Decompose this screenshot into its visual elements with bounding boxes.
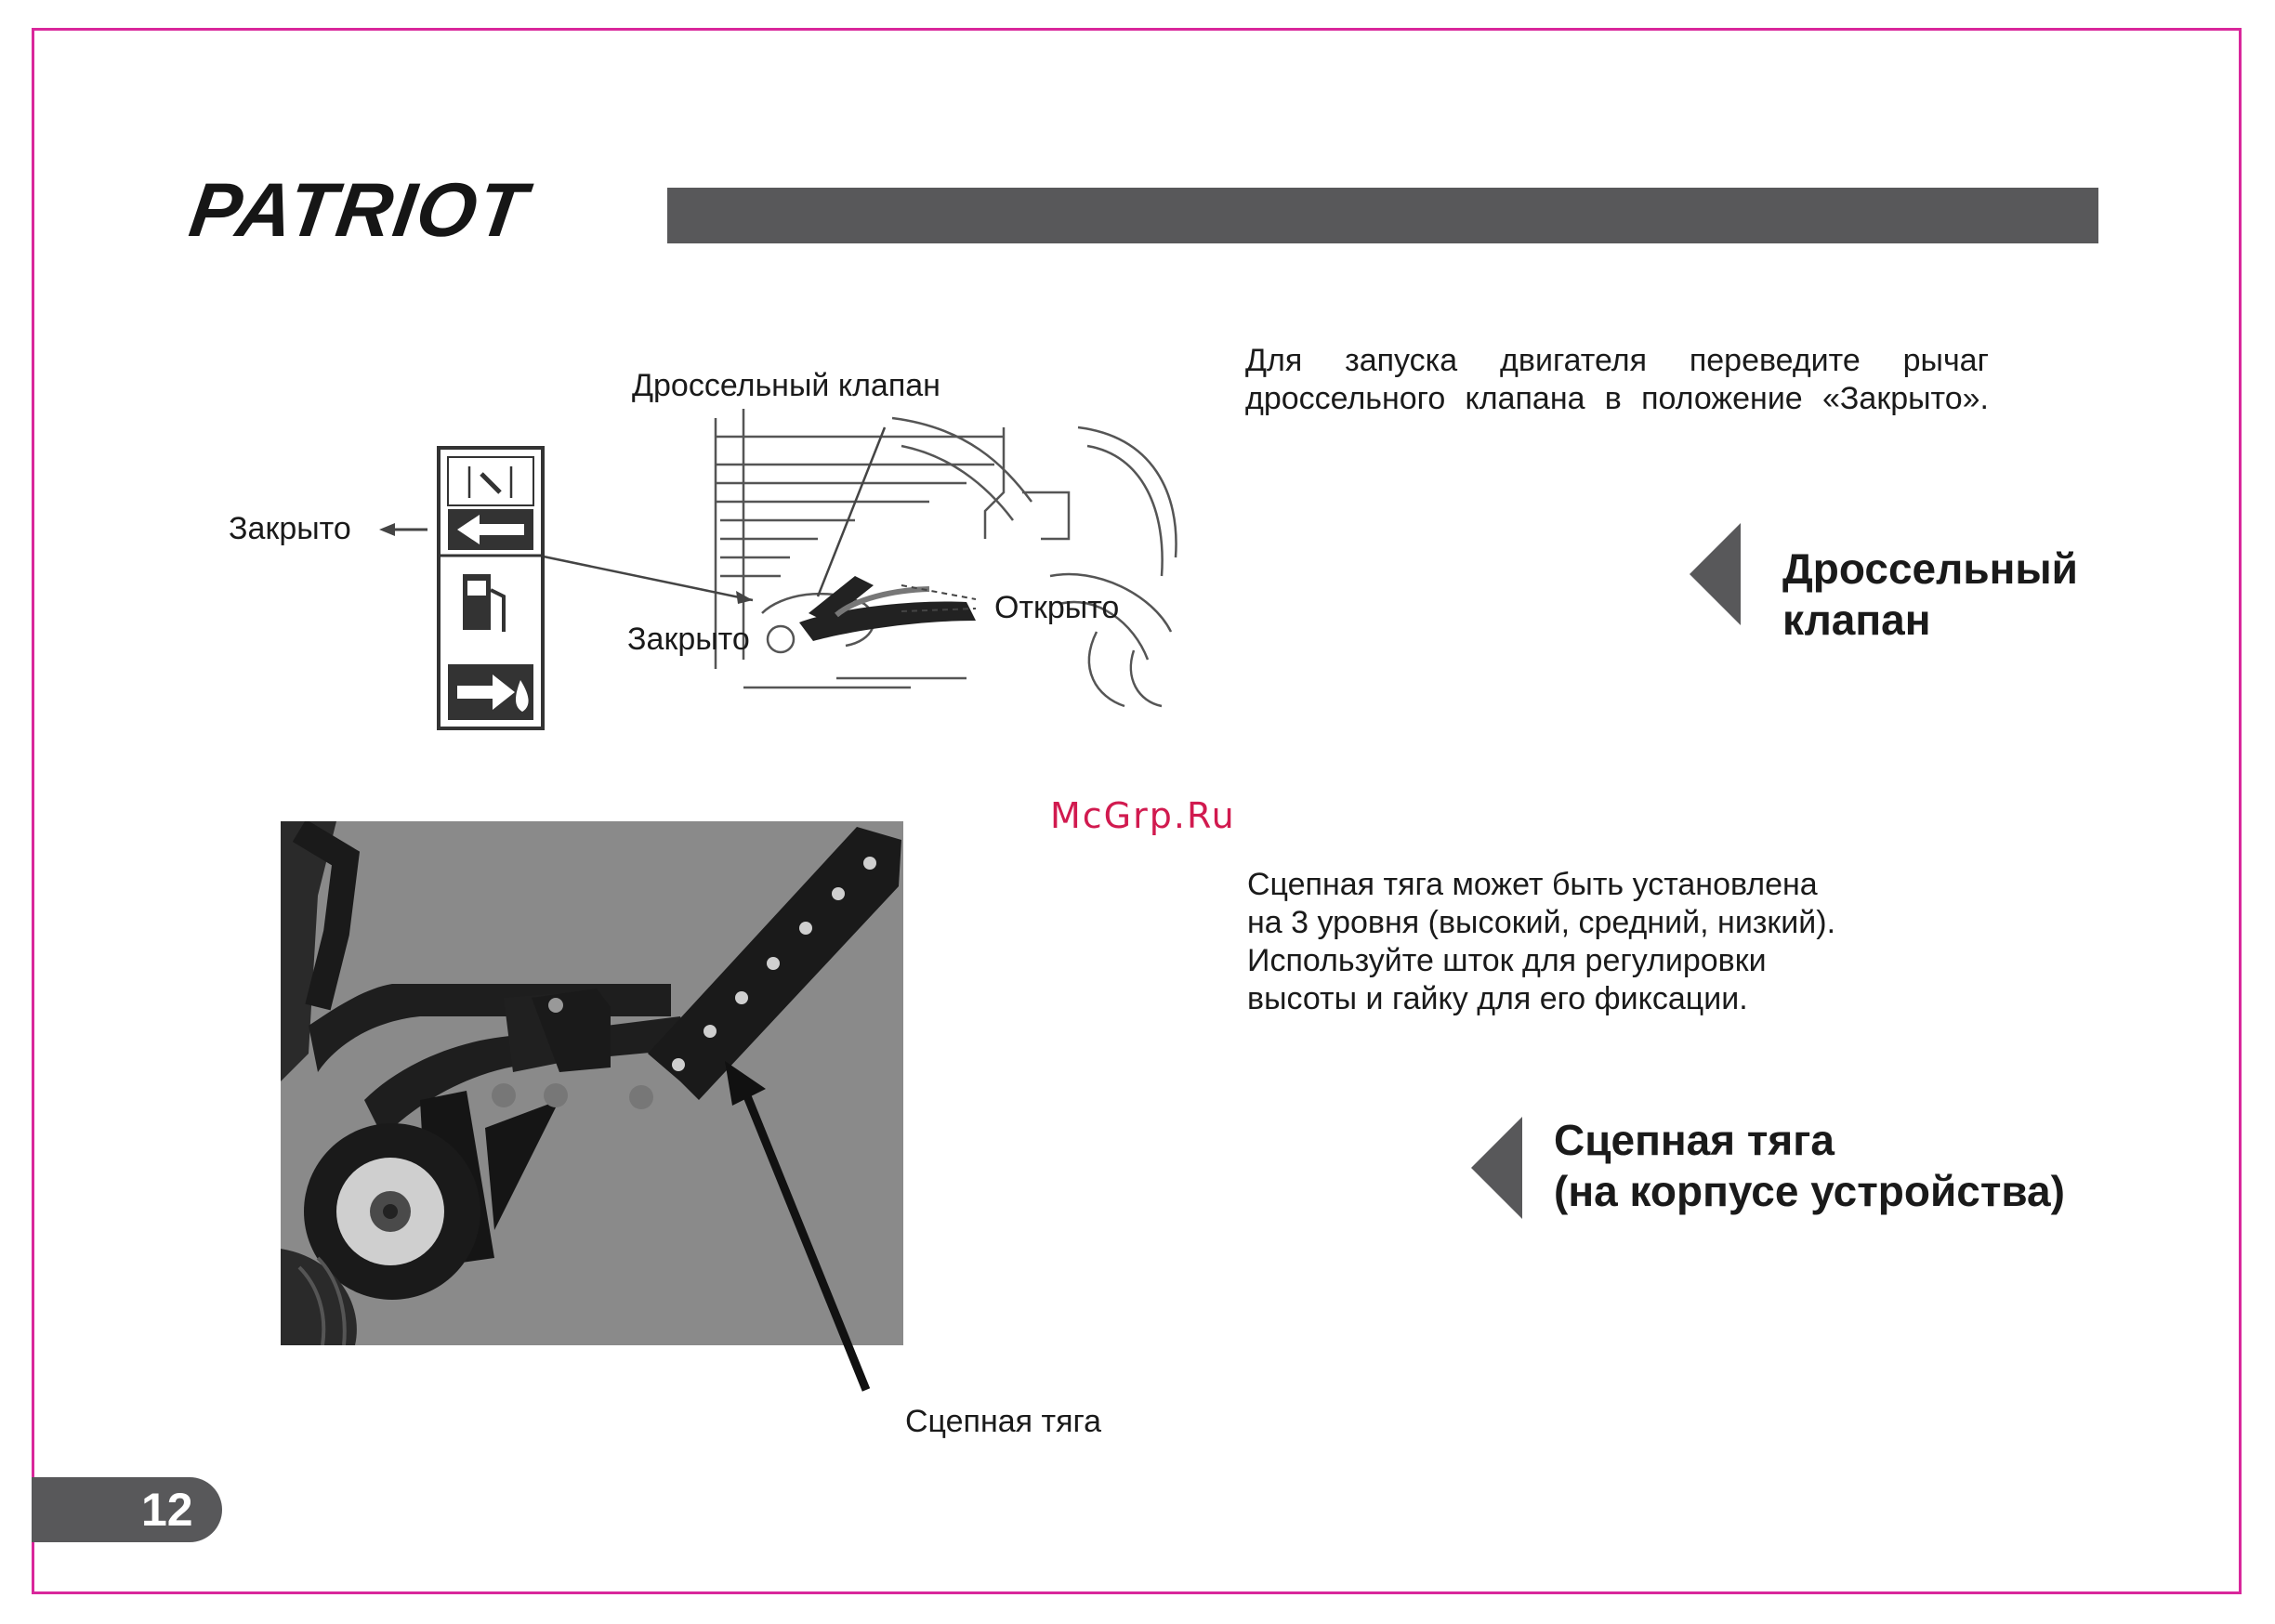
page-number-tab <box>32 1477 222 1542</box>
section-title-throttle: Дроссельный клапан <box>1782 544 2078 646</box>
closed-label-bottom: Закрыто <box>627 622 750 657</box>
section-marker-triangle <box>1690 523 1741 625</box>
title-line: клапан <box>1782 596 1931 644</box>
text-line: Используйте шток для регулировки <box>1247 943 1767 978</box>
brand-logo: PATRIOT <box>184 168 533 253</box>
text-line: дроссельного клапана в положение «Закрыт… <box>1245 381 1989 416</box>
header-bar <box>667 188 2098 243</box>
watermark: McGrp.Ru <box>1050 795 1236 836</box>
text-line: высоты и гайку для его фиксации. <box>1247 981 1748 1016</box>
throttle-label: Дроссельный клапан <box>632 368 940 403</box>
hitch-caption: Сцепная тяга <box>905 1404 1102 1439</box>
page-number: 12 <box>141 1484 193 1536</box>
title-line: Дроссельный <box>1782 544 2078 593</box>
text-line: на 3 уровня (высокий, средний, низкий). <box>1247 905 1836 940</box>
hitch-photo <box>281 821 903 1345</box>
title-line: (на корпусе устройства) <box>1554 1167 2065 1215</box>
throttle-instructions: Для запуска двигателя переведите рычаг д… <box>1245 342 1989 418</box>
text-line: Сцепная тяга может быть установлена <box>1247 867 1818 902</box>
title-line: Сцепная тяга <box>1554 1116 1834 1164</box>
open-label: Открыто <box>994 590 1120 625</box>
hitch-pointer-arrow <box>725 1061 871 1392</box>
closed-label-left: Закрыто <box>229 511 351 546</box>
hitch-instructions: Сцепная тяга может быть установлена на 3… <box>1247 866 1972 1018</box>
throttle-diagram <box>379 409 1177 730</box>
text-line: Для запуска двигателя переведите рычаг <box>1245 343 1989 378</box>
page-border <box>32 28 2242 1594</box>
section-marker-triangle <box>1471 1117 1522 1219</box>
section-title-hitch: Сцепная тяга (на корпусе устройства) <box>1554 1115 2065 1217</box>
